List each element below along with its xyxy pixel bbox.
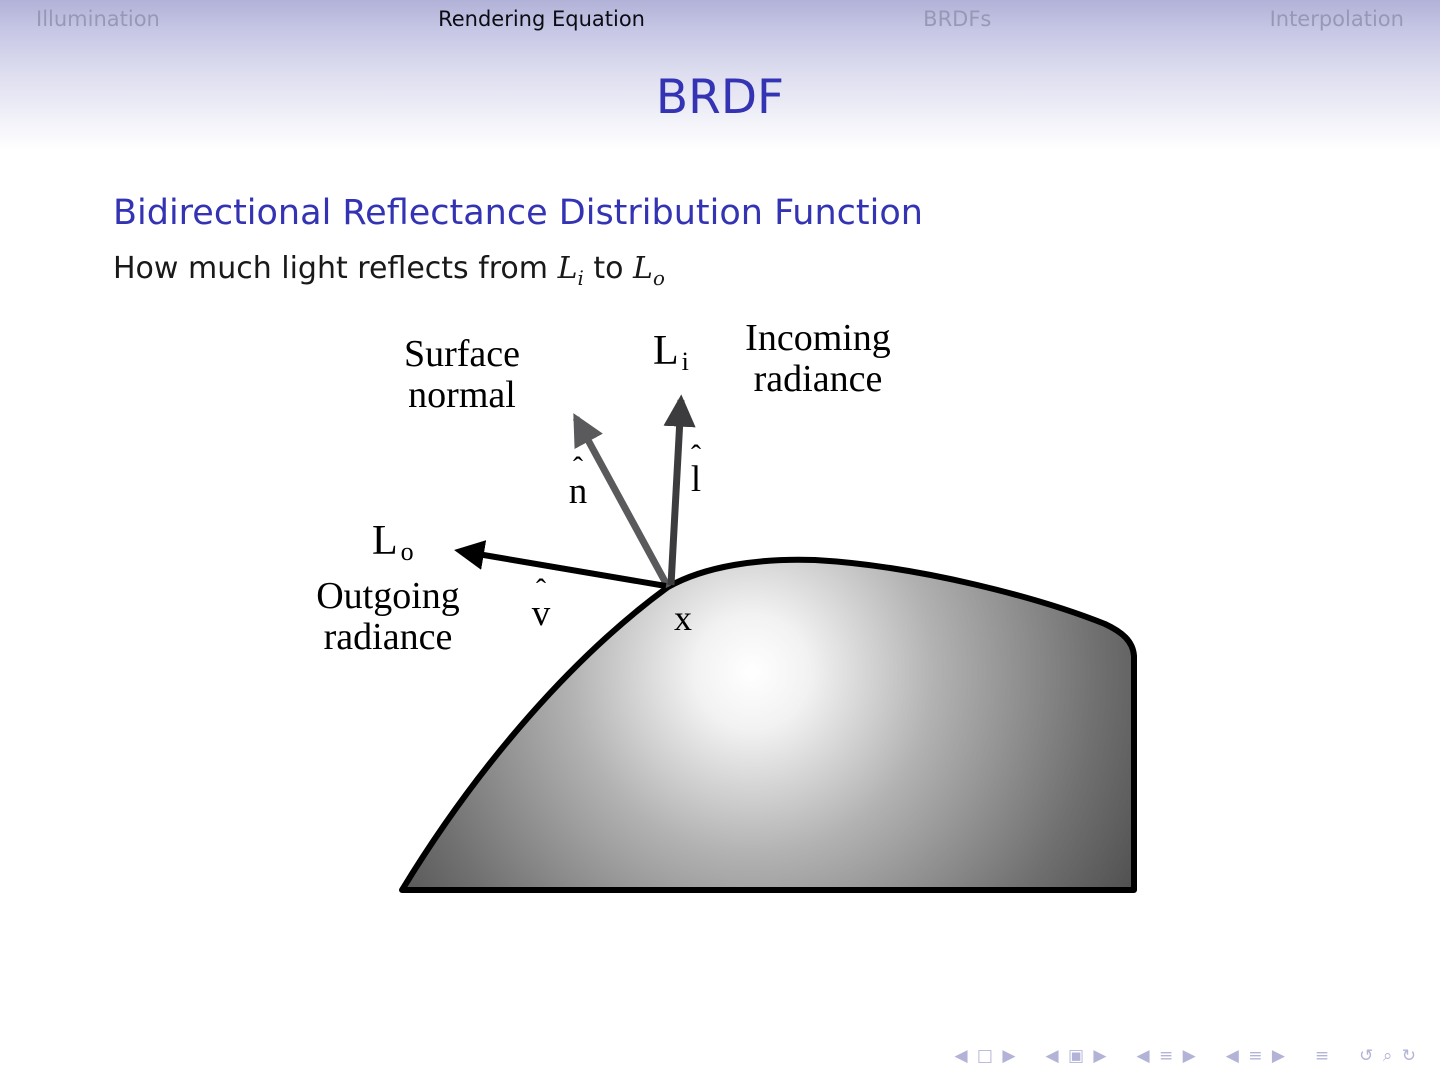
label-l-hat: ˆ l xyxy=(681,439,711,500)
label-point-x: x xyxy=(674,598,692,638)
section-nav: Illumination Rendering Equation BRDFs In… xyxy=(0,7,1440,31)
slide-body-text: How much light reflects from Li to Lo xyxy=(113,251,665,288)
label-incoming-line1: Incoming xyxy=(745,317,891,359)
surface-normal-arrow xyxy=(572,413,672,589)
nav-item-brdfs[interactable]: BRDFs xyxy=(923,7,992,31)
lo-symbol-sub: o xyxy=(400,537,414,566)
label-v-hat: ˆ v xyxy=(526,573,556,634)
v-hat-letter: v xyxy=(531,593,551,634)
nav-item-illumination[interactable]: Illumination xyxy=(36,7,160,31)
nav-symbol-section[interactable]: ◀ ≡ ▶ xyxy=(1225,1046,1287,1066)
math-lo-base: L xyxy=(633,251,653,286)
l-hat-accent: ˆ xyxy=(691,439,701,472)
label-outgoing-radiance: Outgoing radiance xyxy=(296,576,480,658)
v-hat-accent: ˆ xyxy=(536,573,546,606)
outgoing-view-arrow xyxy=(454,540,667,589)
n-hat-letter: n xyxy=(568,471,588,512)
label-surface-normal-line1: Surface xyxy=(403,333,521,375)
li-symbol-base: L xyxy=(653,328,679,374)
math-lo-sub: o xyxy=(652,267,665,290)
body-mid: to xyxy=(583,251,634,286)
nav-symbol-slide[interactable]: ◀ □ ▶ xyxy=(954,1046,1018,1066)
math-lo: Lo xyxy=(633,251,665,288)
slide-heading: Bidirectional Reflectance Distribution F… xyxy=(113,193,923,233)
label-incoming-line2: radiance xyxy=(753,358,883,400)
math-li-sub: i xyxy=(577,267,584,290)
nav-item-interpolation[interactable]: Interpolation xyxy=(1269,7,1404,31)
math-li: Li xyxy=(557,251,584,288)
math-li-base: L xyxy=(557,251,578,286)
n-hat-accent: ˆ xyxy=(573,451,583,484)
surface-shape xyxy=(399,556,1137,893)
nav-symbol-frame[interactable]: ◀ ▣ ▶ xyxy=(1045,1046,1109,1066)
label-outgoing-line2: radiance xyxy=(323,616,453,658)
nav-symbol-appendix[interactable]: ≡ xyxy=(1314,1046,1332,1066)
label-surface-normal-line2: normal xyxy=(408,374,516,416)
slide-title: BRDF xyxy=(655,70,785,125)
body-prefix: How much light reflects from xyxy=(113,251,558,286)
label-incoming-radiance: Incoming radiance xyxy=(722,318,914,400)
label-n-hat: ˆ n xyxy=(563,451,593,512)
nav-item-rendering-equation[interactable]: Rendering Equation xyxy=(438,7,645,31)
label-surface-normal: Surface normal xyxy=(388,334,536,416)
label-outgoing-line1: Outgoing xyxy=(316,575,460,617)
nav-symbol-subsection[interactable]: ◀ ≡ ▶ xyxy=(1136,1046,1198,1066)
incoming-light-arrow xyxy=(663,394,696,586)
li-symbol-sub: i xyxy=(681,347,689,376)
l-hat-letter: l xyxy=(690,459,702,500)
lo-symbol-base: L xyxy=(372,518,398,564)
header-gradient: Illumination Rendering Equation BRDFs In… xyxy=(0,0,1440,155)
footer-navigation-symbols: ◀ □ ▶ ◀ ▣ ▶ ◀ ≡ ▶ ◀ ≡ ▶ ≡ ↺ ⌕ ↻ xyxy=(954,1046,1418,1066)
nav-symbol-back-find-forward[interactable]: ↺ ⌕ ↻ xyxy=(1359,1046,1418,1066)
